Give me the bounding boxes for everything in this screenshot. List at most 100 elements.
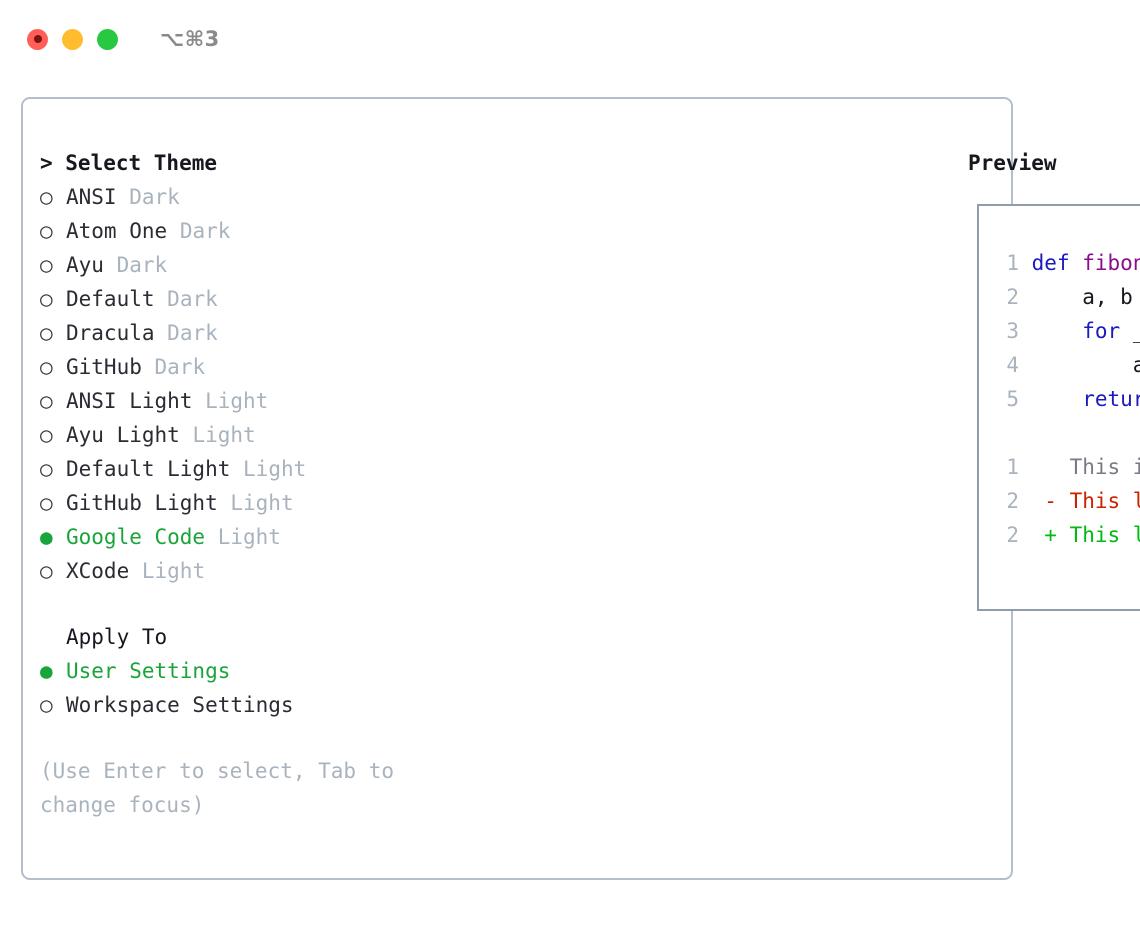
code-area: 1 def fibonacci(n):2 a, b = 0, 13 for _ … [979,206,1140,552]
diff-line: 2 - This line was deleted. [995,484,1140,518]
theme-option-google-code[interactable]: ● Google Code Light [40,520,489,554]
code-token [1032,387,1083,411]
theme-option-name: GitHub [66,355,142,379]
code-line: 3 for _ in range(n): [995,314,1140,348]
radio-unselected-icon: ○ [40,693,53,717]
theme-selector-column: > Select Theme ○ANSI Dark○Atom One Dark○… [23,99,489,878]
code-diff-separator [995,416,1140,450]
code-token: _ [1120,319,1140,343]
radio-unselected-icon: ○ [40,491,53,515]
line-number: 1 [1006,251,1019,275]
theme-option-category: Dark [179,219,231,243]
theme-option-name: GitHub Light [66,491,218,515]
spacer [117,185,130,209]
apply-to-list: ●User Settings ○ Workspace Settings [40,654,489,722]
diff-line: 2 + This line was added. [995,518,1140,552]
apply-to-option-workspace-settings[interactable]: ○ Workspace Settings [40,688,489,722]
line-number: 3 [1006,319,1019,343]
theme-option-ansi-light[interactable]: ○ANSI Light Light [40,384,489,418]
apply-to-option-name: Workspace Settings [66,693,294,717]
theme-option-ayu-light[interactable]: ○Ayu Light Light [40,418,489,452]
code-line: 2 a, b = 0, 1 [995,280,1140,314]
theme-option-name: ANSI Light [66,389,193,413]
theme-option-name: Default Light [66,457,231,481]
theme-list: ○ ANSI Dark ○ Atom One Dark ○ Ayu Dark ○ Defaul… [40,180,489,588]
theme-option-ansi[interactable]: ○ANSI Dark [40,180,489,214]
diff-line-text: This is a context line. [1069,455,1140,479]
code-token: fibonacci [1082,251,1140,275]
radio-unselected-icon: ○ [40,253,53,277]
line-number: 2 [1006,285,1019,309]
gutter-gap [1019,387,1032,411]
theme-option-github-light[interactable]: ○GitHub Light Light [40,486,489,520]
preview-column: Preview 1 def fibonacci(n):2 a, b = 0, 1… [489,99,1140,878]
section-spacer [40,588,489,620]
theme-option-xcode[interactable]: ○XCode Light [40,554,489,588]
diff-line: 1 This is a context line. [995,450,1140,484]
spacer [129,559,142,583]
main-panel: > Select Theme ○ANSI Dark○Atom One Dark○… [21,97,1140,880]
diff-line-text: - This line was deleted. [1044,489,1140,513]
gutter-gap [1019,455,1044,479]
code-line: 1 def fibonacci(n): [995,246,1140,280]
spacer [155,287,168,311]
spacer [205,525,218,549]
titlebar-shortcut-label: ⌥⌘3 [160,27,220,51]
code-token [1032,319,1083,343]
line-number: 4 [1006,353,1019,377]
theme-option-name: Atom One [66,219,168,243]
radio-unselected-icon: ○ [40,219,53,243]
theme-option-name: Ayu [66,253,104,277]
theme-option-category: Light [205,389,269,413]
spacer [155,321,168,345]
line-number: 5 [1006,387,1019,411]
radio-unselected-icon: ○ [40,355,53,379]
traffic-lights [27,28,118,50]
theme-option-category: Light [217,525,281,549]
maximize-button[interactable] [97,28,118,50]
code-token: a, b = b, a + b [1132,353,1140,377]
theme-option-github[interactable]: ○GitHub Dark [40,350,489,384]
code-token: for [1082,319,1121,343]
spacer [167,219,180,243]
theme-option-category: Dark [167,321,218,345]
keyboard-hint-text: (Use Enter to select, Tab to change focu… [40,759,395,817]
theme-option-atom-one[interactable]: ○ Atom One Dark [40,214,489,248]
gutter-gap [1019,319,1032,343]
spacer [230,457,243,481]
theme-option-default-light[interactable]: ○Default Light Light [40,452,489,486]
theme-option-category: Dark [116,253,168,277]
line-number: 1 [1006,455,1019,479]
theme-option-name: ANSI [66,185,117,209]
line-number: 2 [1006,523,1019,547]
theme-option-ayu[interactable]: ○ Ayu Dark [40,248,489,282]
gutter-gap [1019,523,1044,547]
theme-option-dracula[interactable]: ○Dracula Dark [40,316,489,350]
code-token: a, b = [1082,285,1133,309]
apply-to-option-name: User Settings [66,659,231,683]
close-button[interactable] [27,28,48,50]
theme-option-name: Default [66,287,155,311]
theme-option-name: XCode [66,559,130,583]
spacer [192,389,205,413]
gutter-gap [1019,251,1032,275]
theme-option-category: Light [141,559,206,583]
spacer [218,491,231,515]
spacer [142,355,155,379]
minimize-button[interactable] [62,28,83,50]
radio-unselected-icon: ○ [40,287,53,311]
theme-option-name: Ayu Light [66,423,180,447]
line-number: 2 [1006,489,1019,513]
apply-to-option-user-settings[interactable]: ●User Settings [40,654,489,688]
radio-unselected-icon: ○ [40,185,53,209]
radio-unselected-icon: ○ [40,321,53,345]
theme-option-name: Google Code [66,525,206,549]
preview-heading: Preview [968,151,1057,175]
gutter-gap [1019,489,1044,513]
spacer [104,253,117,277]
radio-unselected-icon: ○ [40,457,53,481]
theme-option-default[interactable]: ○Default Dark [40,282,489,316]
spacer [180,423,193,447]
radio-selected-icon: ● [40,525,53,549]
